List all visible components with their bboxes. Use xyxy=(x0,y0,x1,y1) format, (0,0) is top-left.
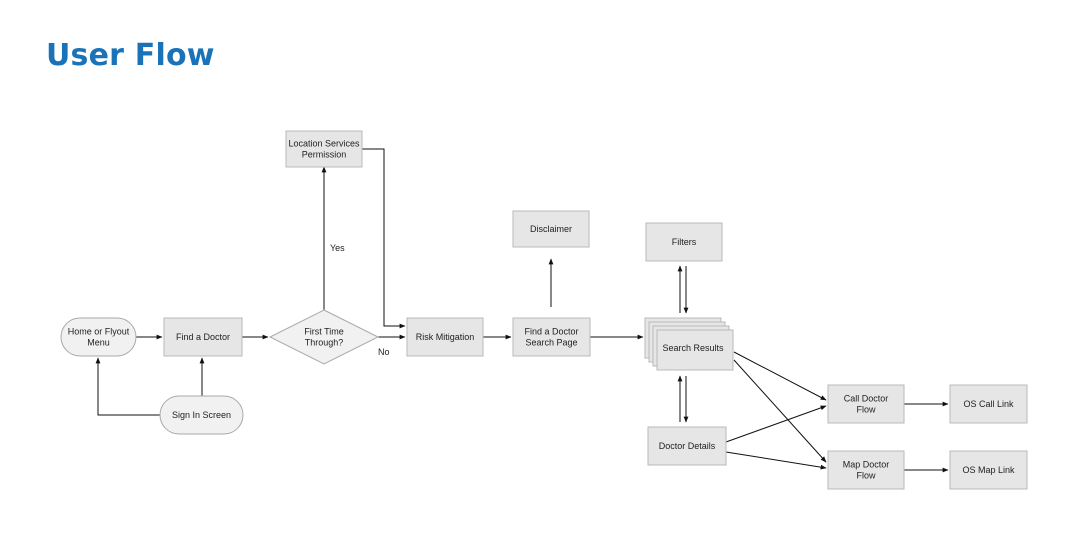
edge-details-to-call-flow xyxy=(725,405,827,443)
node-label-line: Search Results xyxy=(662,343,724,353)
edge-details-to-map-flow xyxy=(725,451,827,470)
node-label: Disclaimer xyxy=(530,224,572,234)
node-label-line: Doctor Details xyxy=(659,441,716,451)
node-disclaimer[interactable]: Disclaimer xyxy=(512,210,590,248)
node-sign-in[interactable]: Sign In Screen xyxy=(159,395,244,435)
node-label-line: Menu xyxy=(87,338,110,348)
node-label-line: Call Doctor xyxy=(844,394,889,404)
node-label-line: Through? xyxy=(305,338,344,348)
node-label-line: Flow xyxy=(856,405,876,415)
node-label: Filters xyxy=(672,237,697,247)
edge-label-yes: Yes xyxy=(330,243,345,253)
node-label-line: Disclaimer xyxy=(530,224,572,234)
node-label: Risk Mitigation xyxy=(416,332,475,342)
node-label-line: Permission xyxy=(302,150,347,160)
node-label-line: Find a Doctor xyxy=(524,327,578,337)
edge-results-to-call-flow xyxy=(733,351,827,401)
node-label-line: First Time xyxy=(304,327,344,337)
node-label: Find a Doctor xyxy=(176,332,230,342)
edges xyxy=(95,148,949,473)
edge-signin-to-home xyxy=(95,357,160,416)
node-os-map-link[interactable]: OS Map Link xyxy=(949,450,1028,490)
node-label-line: Filters xyxy=(672,237,697,247)
node-label: Doctor Details xyxy=(659,441,716,451)
edge-location-to-risk xyxy=(361,148,406,329)
node-filters[interactable]: Filters xyxy=(645,222,723,262)
node-search-results[interactable]: Search Results xyxy=(644,317,734,371)
node-label-line: Search Page xyxy=(525,338,577,348)
node-label-line: Sign In Screen xyxy=(172,410,231,420)
node-label-line: OS Map Link xyxy=(962,465,1015,475)
node-os-call-link[interactable]: OS Call Link xyxy=(949,384,1028,424)
edge-results-to-map-flow xyxy=(733,359,827,463)
node-label-line: Map Doctor xyxy=(843,460,890,470)
node-label: OS Map Link xyxy=(962,465,1015,475)
node-risk-mitigation[interactable]: Risk Mitigation xyxy=(406,317,484,357)
node-label-line: Find a Doctor xyxy=(176,332,230,342)
node-label-line: Risk Mitigation xyxy=(416,332,475,342)
node-label: Sign In Screen xyxy=(172,410,231,420)
node-label-line: OS Call Link xyxy=(963,399,1014,409)
node-label: Search Results xyxy=(662,343,724,353)
node-label-line: Home or Flyout xyxy=(68,327,130,337)
node-label-line: Location Services xyxy=(288,139,360,149)
edge-label-no: No xyxy=(378,347,390,357)
node-label-line: Flow xyxy=(856,471,876,481)
node-label: OS Call Link xyxy=(963,399,1014,409)
node-doctor-details[interactable]: Doctor Details xyxy=(647,426,727,466)
node-find-doctor[interactable]: Find a Doctor xyxy=(163,317,243,357)
page-title: User Flow xyxy=(46,38,215,73)
